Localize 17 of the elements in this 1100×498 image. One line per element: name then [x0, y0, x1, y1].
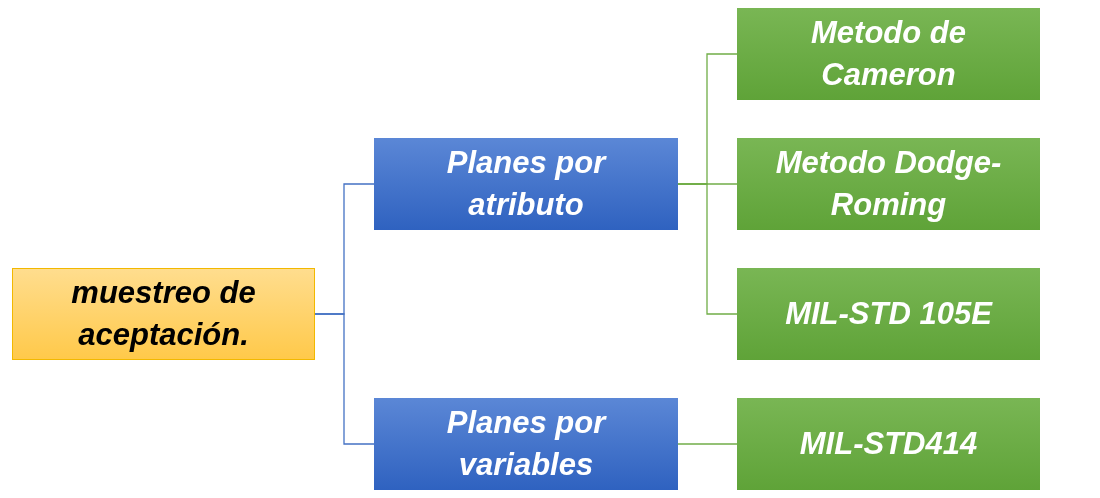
method-box — [737, 138, 1040, 230]
node-label: Metodo Dodge-Roming — [774, 144, 1003, 224]
node-label: muestreo de aceptación. — [70, 274, 257, 354]
node-label: Planes por atributo — [445, 144, 608, 224]
node-label: MIL-STD414 — [799, 425, 978, 464]
method-box — [737, 8, 1040, 100]
node-label: Planes por variables — [445, 404, 608, 484]
method-box — [737, 398, 1040, 490]
node-label: MIL-STD 105E — [785, 295, 992, 334]
connector-line — [677, 443, 738, 445]
method-box — [737, 268, 1040, 360]
connector-line — [677, 183, 738, 315]
node-label: Metodo de Cameron — [810, 14, 967, 94]
category-box — [374, 138, 678, 230]
connector-line — [314, 313, 375, 445]
root-box — [12, 268, 315, 360]
category-box — [374, 398, 678, 490]
